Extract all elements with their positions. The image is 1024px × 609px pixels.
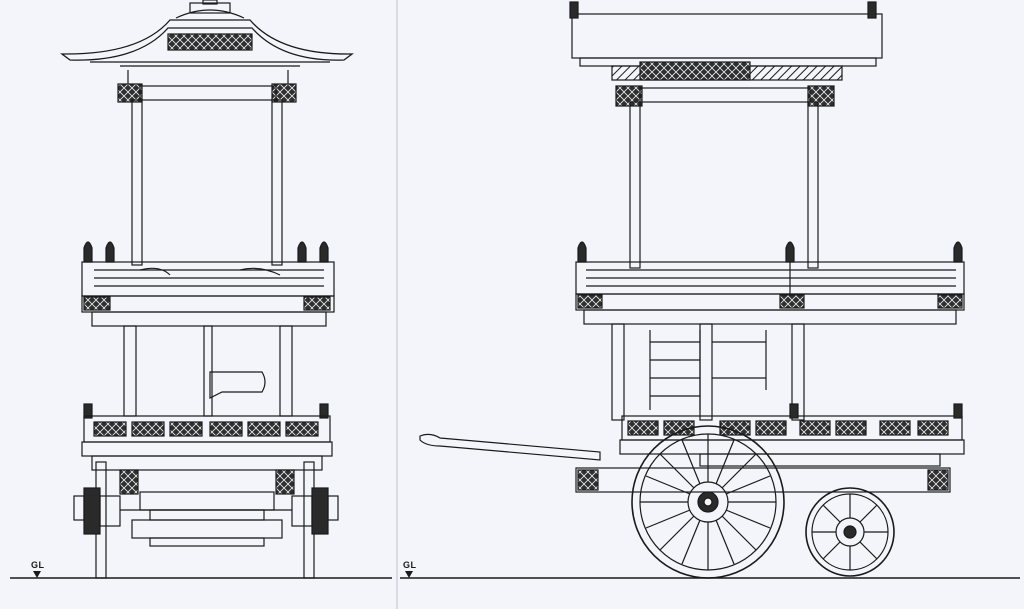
front-roof — [60, 0, 354, 67]
front-lower-balcony — [81, 403, 333, 471]
front-undercarriage — [73, 461, 339, 579]
side-large-wheel — [631, 425, 785, 579]
ground-marker-right — [405, 571, 413, 578]
front-upper-post-left — [131, 99, 143, 266]
sheet-fold — [396, 0, 398, 609]
side-lower-balcony — [619, 403, 965, 467]
side-upper-post-right — [807, 101, 819, 269]
side-upper-post-left — [629, 101, 641, 269]
side-elevation-view — [400, 1, 1020, 579]
front-bracket-right — [271, 83, 297, 103]
side-roof — [569, 1, 883, 81]
side-small-wheel — [805, 487, 895, 577]
front-upper-post-right — [271, 99, 283, 266]
ground-level-label-left: GL — [31, 560, 45, 570]
front-upper-balcony — [81, 241, 335, 327]
side-upper-balcony — [575, 241, 965, 325]
front-shaft-support — [209, 371, 266, 399]
front-bracket-left — [117, 83, 143, 103]
ground-marker-left — [33, 571, 41, 578]
ground-level-label-right: GL — [403, 560, 417, 570]
front-elevation-view — [10, 0, 392, 579]
side-ladder — [649, 330, 767, 410]
side-tow-shaft — [419, 433, 601, 461]
